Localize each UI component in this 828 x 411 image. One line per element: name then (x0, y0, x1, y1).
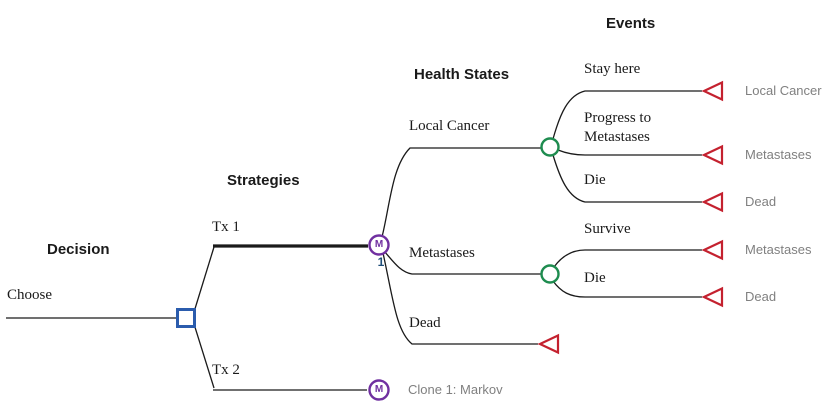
branch-line-survive (553, 249, 702, 268)
markov-node-tx1[interactable] (368, 234, 390, 256)
branch-line-tx2-diagonal (193, 323, 215, 389)
column-header-events: Events (606, 15, 656, 32)
branch-line-progress-to-metastases (557, 149, 702, 156)
terminal-node-stay-here[interactable] (701, 80, 724, 102)
branch-label-dead[interactable]: Dead (409, 315, 441, 331)
branch-line-tx1-diagonal (193, 246, 215, 313)
column-header-decision: Decision (47, 241, 110, 258)
branch-label-progress-line2[interactable]: Metastases (584, 129, 650, 145)
terminal-label-local-cancer[interactable]: Local Cancer (745, 83, 822, 98)
branch-line-local-cancer (381, 147, 541, 238)
branch-label-survive[interactable]: Survive (584, 221, 631, 237)
terminal-node-die-2[interactable] (701, 286, 724, 308)
chance-node-metastases[interactable] (540, 264, 560, 284)
branch-line-dead (382, 252, 538, 345)
branch-line-die-1 (552, 154, 702, 203)
terminal-node-die-1[interactable] (701, 191, 724, 213)
column-header-health-states: Health States (414, 66, 510, 83)
terminal-node-dead-health-state[interactable] (537, 333, 560, 355)
markov-node-symbol-tx2: M (374, 384, 384, 395)
root-branch-label[interactable]: Choose (7, 287, 52, 303)
branch-label-die-2[interactable]: Die (584, 270, 606, 286)
markov-node-index: 1 (377, 255, 385, 269)
terminal-node-progress-to-metastases[interactable] (701, 144, 724, 166)
terminal-label-dead-2[interactable]: Dead (745, 289, 777, 304)
markov-node-symbol-tx1: M (374, 239, 384, 250)
column-header-strategies: Strategies (227, 172, 300, 189)
markov-node-tx2-clone[interactable] (368, 379, 390, 401)
clone-label[interactable]: Clone 1: Markov (408, 382, 503, 397)
terminal-label-metastases-1[interactable]: Metastases (745, 147, 812, 162)
branch-label-tx1[interactable]: Tx 1 (212, 219, 240, 235)
decision-node[interactable] (176, 308, 196, 328)
terminal-node-survive[interactable] (701, 239, 724, 261)
branch-label-stay-here[interactable]: Stay here (584, 61, 641, 77)
terminal-label-metastases-2[interactable]: Metastases (745, 242, 812, 257)
branch-label-metastases[interactable]: Metastases (409, 245, 475, 261)
terminal-label-dead-1[interactable]: Dead (745, 194, 777, 209)
branch-line-metastases (383, 250, 541, 275)
branch-line-die-2 (552, 280, 702, 298)
branch-line-stay-here (552, 90, 702, 140)
branch-label-die-1[interactable]: Die (584, 172, 606, 188)
branch-label-local-cancer[interactable]: Local Cancer (409, 118, 490, 134)
branch-label-progress-line1[interactable]: Progress to (584, 110, 652, 126)
chance-node-local-cancer[interactable] (540, 137, 560, 157)
branch-label-tx2[interactable]: Tx 2 (212, 362, 240, 378)
